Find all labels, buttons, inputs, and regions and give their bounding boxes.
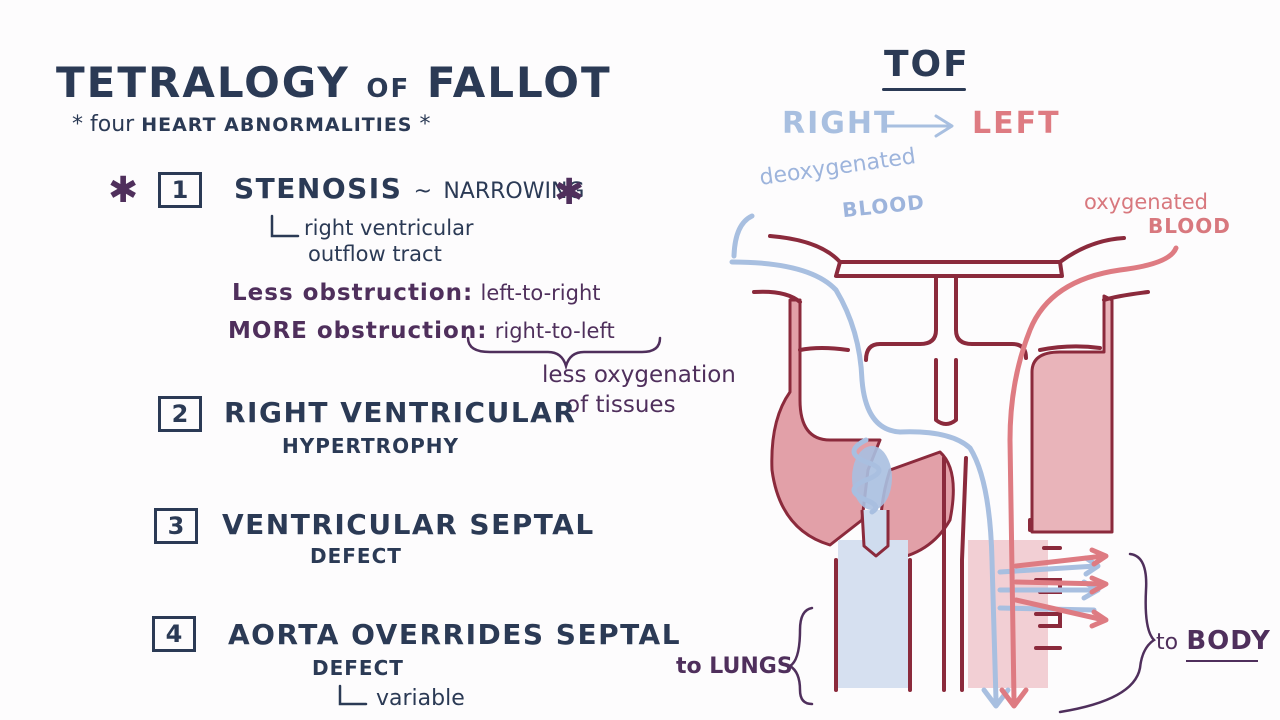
item-1-meaning: narrowing (443, 179, 585, 204)
item-2-sub: Hypertrophy (282, 434, 459, 458)
direction-arrow-icon (884, 114, 954, 138)
less-obstruction-value: left-to-right (480, 281, 601, 305)
item-1-detail-line2: outflow tract (308, 242, 442, 266)
oxygenated-flow (999, 245, 1179, 709)
item-1-star-left: ✱ (108, 170, 139, 211)
lungs-brace-icon (787, 606, 814, 706)
title-word-tetralogy: Tetralogy (56, 58, 350, 107)
item-1-star-right: ✱ (554, 172, 585, 213)
title-word-fallot: Fallot (426, 58, 612, 107)
oxygenated-label: oxygenated (1084, 190, 1208, 214)
direction-from: RIGHT (782, 106, 897, 141)
item-1-tilde: ~ (413, 179, 433, 204)
more-obstruction-note-line2: of tissues (566, 392, 676, 418)
item-4-note: variable (376, 686, 465, 711)
heart-chambers (770, 294, 1114, 562)
to-lungs-label: to LUNGS (676, 654, 793, 679)
subtitle-star-right: * (419, 112, 431, 137)
to-body-label: to BODY (1156, 626, 1271, 656)
item-1-heading: Stenosis ~ narrowing (234, 172, 584, 205)
more-obstruction-label: MORE obstruction: (228, 318, 488, 344)
item-4-number-box: 4 (152, 616, 196, 652)
to-body-underline (1186, 660, 1258, 662)
item-4-sub: Defect (312, 656, 404, 680)
to-body-word: BODY (1186, 626, 1271, 656)
pulmonary-trunk (838, 540, 908, 688)
deoxygenated-swirl (852, 446, 892, 510)
item-3-heading: Ventricular Septal (222, 508, 595, 541)
item-2-heading: Right Ventricular (224, 396, 577, 429)
page-title: Tetralogy of Fallot (56, 58, 612, 107)
subtitle: * four Heart Abnormalities * (72, 112, 431, 137)
item-3-number-box: 3 (154, 508, 198, 544)
item-1-detail-line1: right ventricular (304, 216, 474, 240)
less-obstruction-row: Less obstruction: left-to-right (232, 280, 601, 306)
item-4-heading: Aorta overrides Septal (228, 618, 682, 651)
heart-walls (752, 234, 1150, 692)
item-1-heading-text: Stenosis (234, 172, 403, 205)
more-obstruction-row: MORE obstruction: right-to-left (228, 318, 615, 344)
item-1-number-box: 1 (158, 172, 202, 208)
more-obstruction-value: right-to-left (494, 319, 615, 343)
diagram-title-underline (882, 88, 966, 91)
item-3-sub: Defect (310, 544, 402, 568)
subtitle-star-left: * (72, 112, 83, 137)
item-2-number-box: 2 (158, 396, 202, 432)
subtitle-text: four (90, 112, 135, 137)
diagram-title: TOF (884, 44, 970, 85)
oxygenated-blood-label: BLOOD (1148, 214, 1231, 238)
subtitle-caps: Heart Abnormalities (141, 114, 413, 136)
to-body-prefix: to (1156, 630, 1179, 655)
body-brace-icon (1058, 552, 1156, 714)
title-word-of: of (366, 74, 411, 104)
direction-to: LEFT (972, 106, 1061, 141)
more-obstruction-note-line1: less oxygenation (542, 362, 736, 388)
less-obstruction-label: Less obstruction: (232, 280, 474, 306)
pulmonary-valve (860, 509, 890, 558)
